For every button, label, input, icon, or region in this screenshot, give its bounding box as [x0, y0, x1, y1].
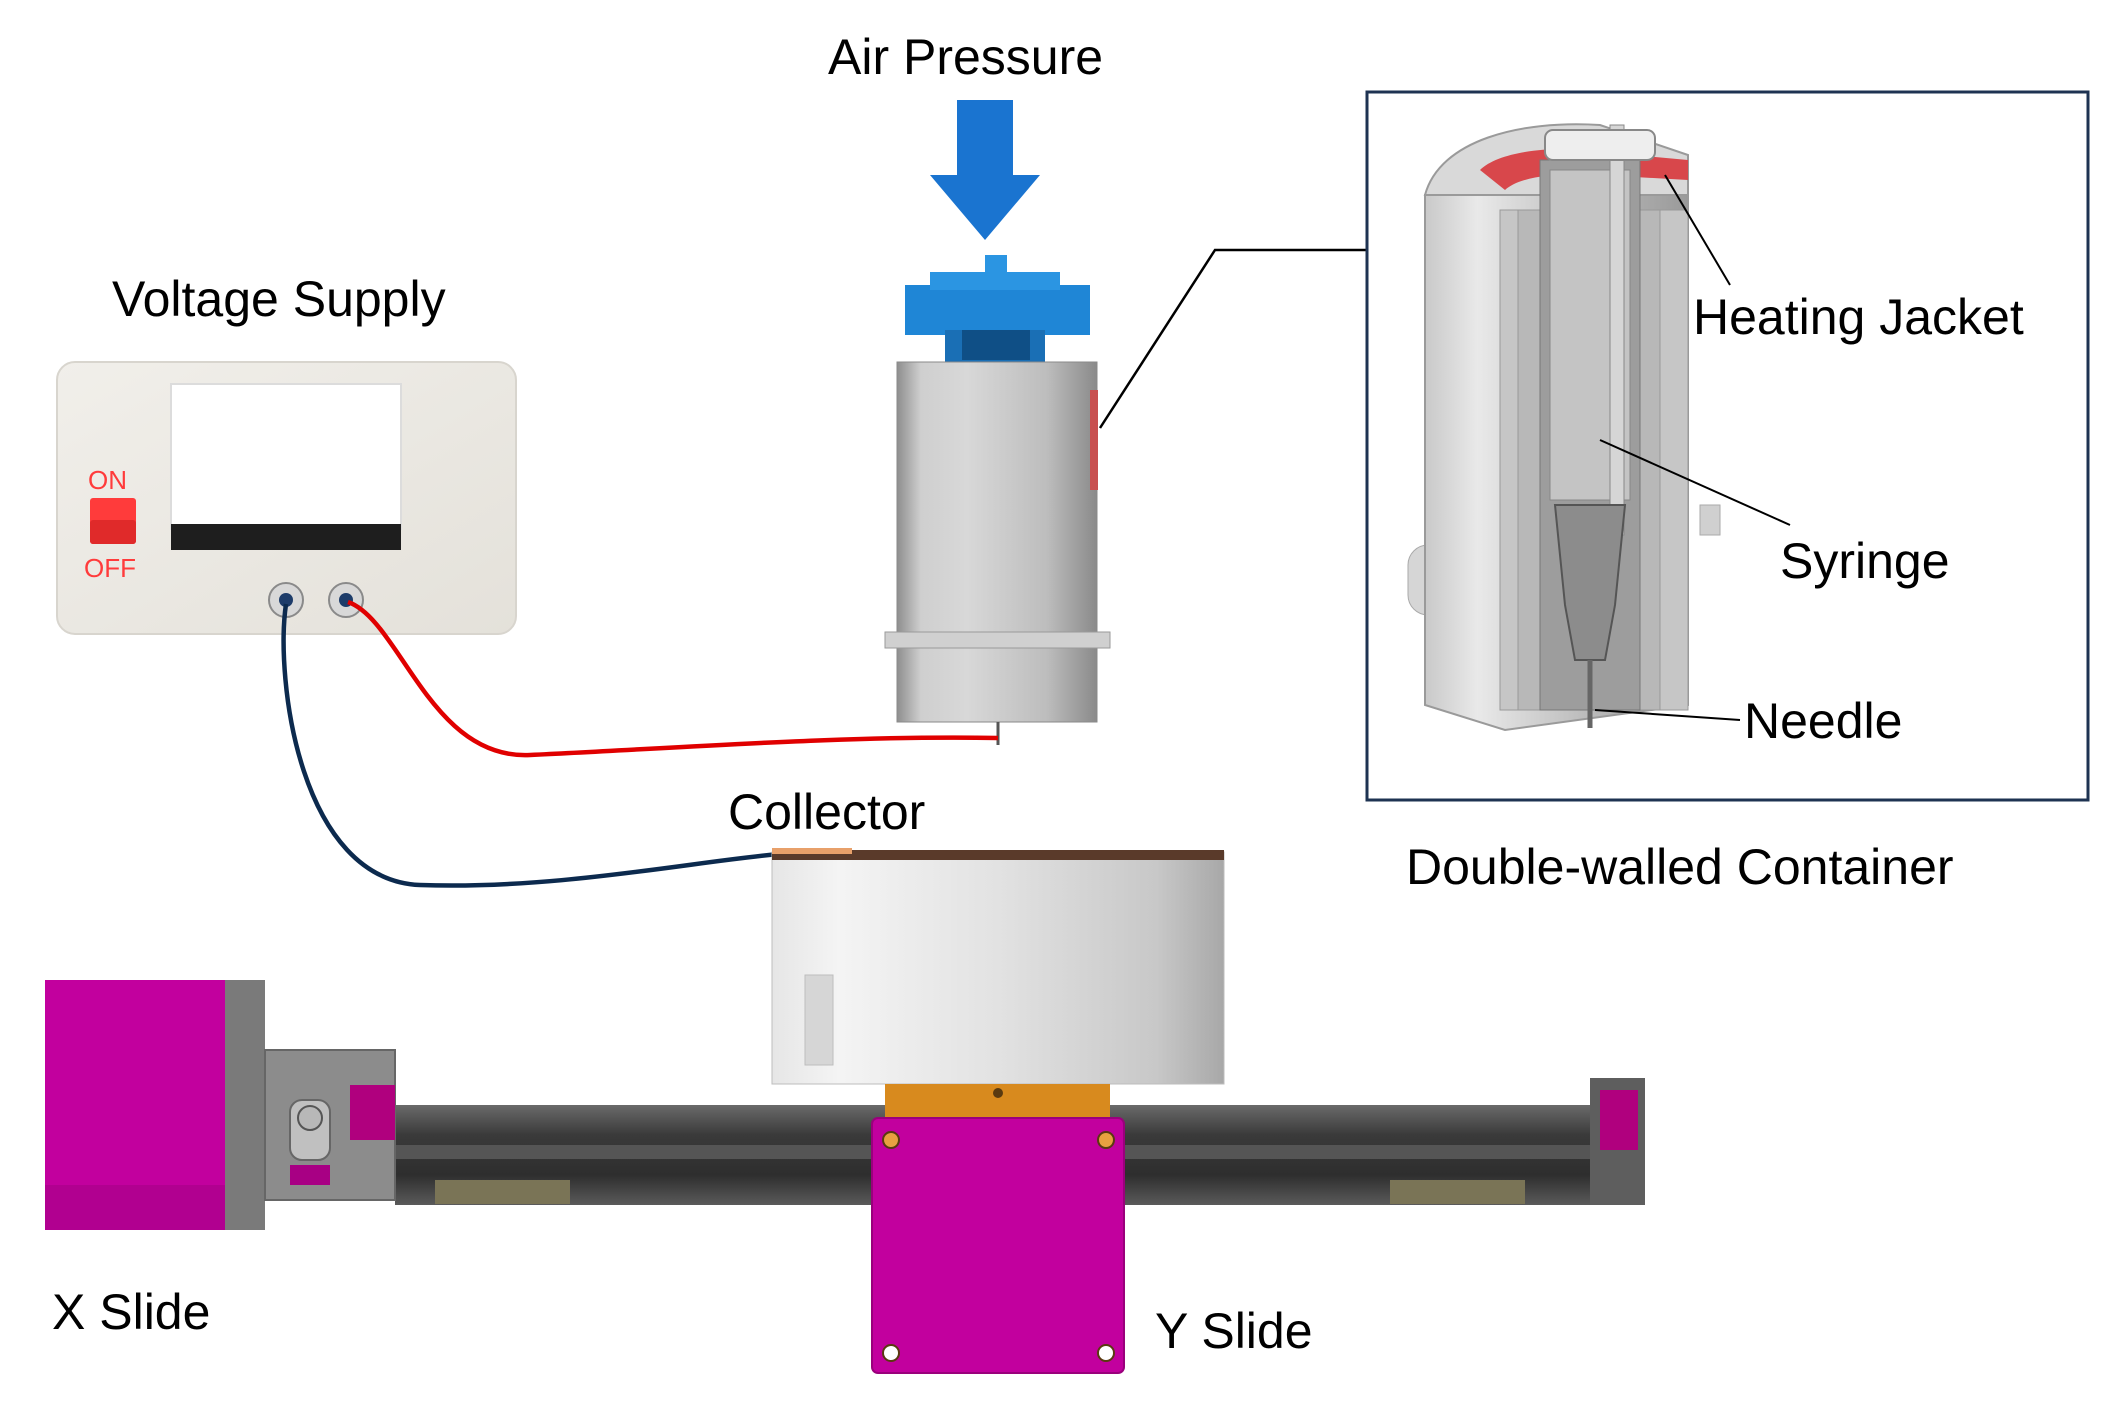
- display-screen: [170, 383, 402, 530]
- switch-off-label: OFF: [84, 553, 136, 583]
- x-slide-label: X Slide: [52, 1284, 211, 1340]
- voltage-supply: [56, 361, 517, 635]
- collector-label: Collector: [728, 784, 926, 840]
- double-walled-container-cutaway: [1407, 123, 1721, 732]
- air-pressure-label: Air Pressure: [828, 29, 1104, 85]
- voltage-supply-label: Voltage Supply: [112, 271, 446, 327]
- heating-jacket-label: Heating Jacket: [1693, 289, 2024, 345]
- air-pressure-arrow: [930, 100, 1040, 240]
- blue-wire: [281, 603, 791, 888]
- x-slide-motor: [45, 980, 396, 1230]
- syringe-leader: [1599, 439, 1791, 526]
- needle-leader: [1594, 709, 1741, 721]
- heating-jacket-leader: [1664, 174, 1731, 286]
- display-bezel: [171, 524, 401, 550]
- y-slide-label: Y Slide: [1155, 1303, 1313, 1359]
- syringe-label: Syringe: [1780, 533, 1950, 589]
- needle-label: Needle: [1744, 693, 1903, 749]
- nozzle-assembly: [884, 255, 1111, 745]
- container-caption: Double-walled Container: [1406, 839, 1954, 895]
- switch-on-label: ON: [88, 465, 127, 495]
- y-slide: [871, 1084, 1125, 1374]
- collector: [771, 848, 1225, 1085]
- inset-leader-line: [1098, 248, 1367, 429]
- red-wire: [347, 599, 999, 758]
